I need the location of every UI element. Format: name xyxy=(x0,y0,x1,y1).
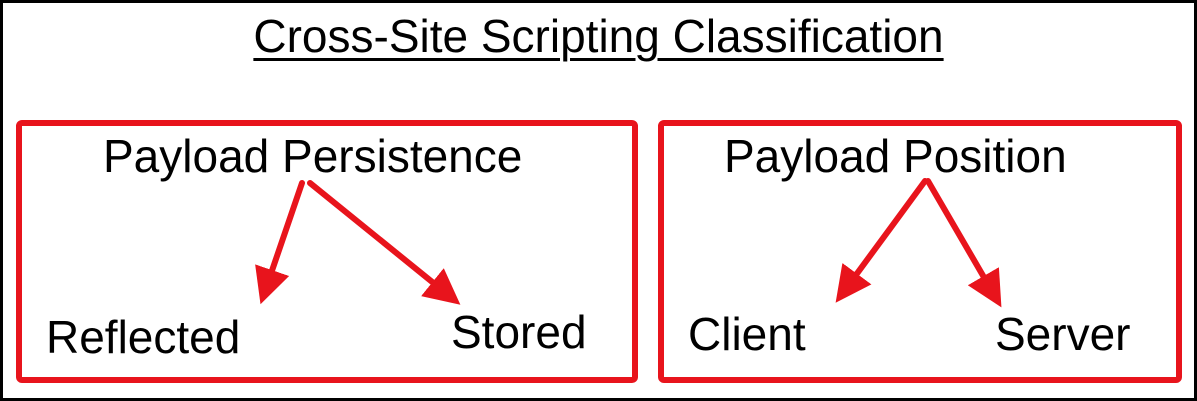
group-heading-persistence: Payload Persistence xyxy=(103,130,523,182)
group-heading-position: Payload Position xyxy=(724,130,1067,182)
group-box-position xyxy=(658,120,1182,383)
diagram-title: Cross-Site Scripting Classification xyxy=(253,10,944,62)
arrow-persistence-to-stored xyxy=(307,180,461,305)
arrow-persistence-to-reflected xyxy=(255,180,305,305)
node-reflected: Reflected xyxy=(46,311,241,363)
arrow-position-to-client xyxy=(835,178,928,303)
node-stored: Stored xyxy=(451,306,587,358)
arrow-position-to-server xyxy=(925,178,1002,308)
node-client: Client xyxy=(688,308,806,360)
group-box-persistence xyxy=(16,120,638,383)
node-server: Server xyxy=(995,308,1131,360)
